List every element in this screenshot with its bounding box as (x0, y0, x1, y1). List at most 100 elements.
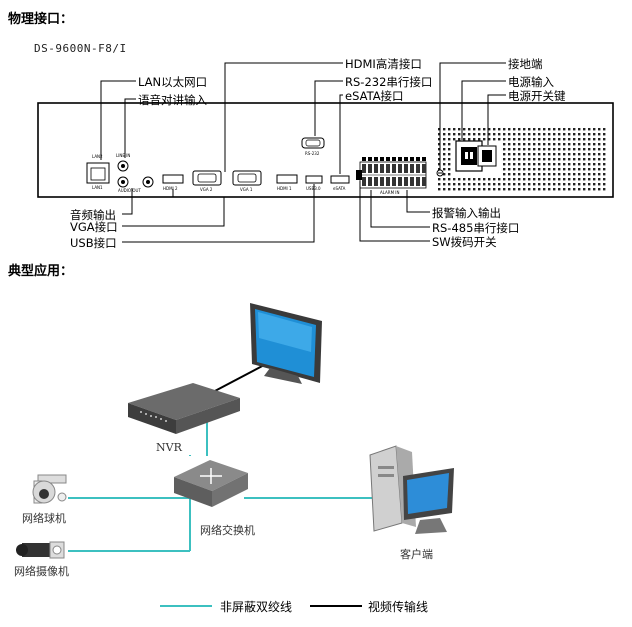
callout-rs485: RS-485串行接口 (432, 221, 520, 235)
hdmi1-port (276, 174, 298, 184)
callout-usb: USB接口 (70, 236, 117, 250)
vent-hole (493, 138, 496, 141)
vent-hole (598, 188, 601, 191)
vent-hole (533, 178, 536, 181)
vent-hole (508, 128, 511, 131)
chassis-outline (37, 102, 614, 198)
alarm-pin (362, 164, 366, 173)
vent-hole (553, 178, 556, 181)
vent-hole (528, 183, 531, 186)
vent-hole (468, 128, 471, 131)
vent-hole (473, 133, 476, 136)
vent-hole (503, 143, 506, 146)
alarm-pin (368, 177, 372, 186)
vent-hole (453, 133, 456, 136)
vent-hole (593, 188, 596, 191)
vent-hole (538, 178, 541, 181)
vent-hole (448, 128, 451, 131)
hdmi2-port (162, 174, 184, 184)
vent-hole (593, 148, 596, 151)
vent-hole (578, 173, 581, 176)
vent-hole (513, 188, 516, 191)
vent-hole (508, 138, 511, 141)
vent-hole (563, 173, 566, 176)
vent-hole (573, 138, 576, 141)
vent-hole (513, 173, 516, 176)
vent-hole (543, 188, 546, 191)
vent-hole (498, 133, 501, 136)
vent-hole (448, 133, 451, 136)
callout-alarm-io: 报警输入输出 (432, 206, 501, 220)
vga2-port (192, 170, 222, 186)
callout-talkback-in: 语音对讲输入 (138, 93, 207, 107)
vent-hole (458, 183, 461, 186)
vent-hole (533, 188, 536, 191)
vent-hole (548, 178, 551, 181)
vent-hole (523, 188, 526, 191)
audio-out-label: AUDIO OUT (118, 188, 141, 193)
vent-hole (583, 178, 586, 181)
callout-power-switch: 电源开关键 (508, 89, 566, 103)
vent-hole (588, 148, 591, 151)
vent-hole (443, 128, 446, 131)
vent-hole (443, 168, 446, 171)
vent-hole (503, 178, 506, 181)
alarm-pin-top (368, 157, 372, 161)
vent-hole (553, 143, 556, 146)
vent-hole (513, 183, 516, 186)
vent-hole (563, 143, 566, 146)
vent-hole (508, 148, 511, 151)
vent-hole (598, 153, 601, 156)
vent-hole (508, 183, 511, 186)
vent-hole (508, 133, 511, 136)
vent-hole (488, 138, 491, 141)
vent-hole (573, 128, 576, 131)
vent-hole (513, 168, 516, 171)
nvr-icon (128, 383, 240, 434)
vent-hole (468, 188, 471, 191)
vent-hole (498, 183, 501, 186)
vent-hole (553, 173, 556, 176)
vent-hole (518, 143, 521, 146)
vent-hole (558, 163, 561, 166)
vent-hole (513, 143, 516, 146)
vga2-label: VGA 2 (200, 187, 213, 192)
alarm-pin (392, 177, 396, 186)
vent-hole (483, 138, 486, 141)
vent-hole (588, 188, 591, 191)
alarm-pin (410, 164, 414, 173)
vent-hole (563, 153, 566, 156)
vent-hole (563, 138, 566, 141)
vent-hole (513, 163, 516, 166)
vent-hole (508, 158, 511, 161)
callout-power-input: 电源输入 (508, 75, 554, 89)
vent-hole (513, 178, 516, 181)
vent-hole (448, 168, 451, 171)
vent-hole (538, 143, 541, 146)
alarm-pin (386, 164, 390, 173)
vent-hole (508, 153, 511, 156)
vent-hole (558, 133, 561, 136)
alarm-pin (416, 177, 420, 186)
hdmi1-label: HDMI 1 (277, 186, 292, 191)
vent-hole (503, 138, 506, 141)
vent-hole (508, 188, 511, 191)
vent-hole (578, 158, 581, 161)
alarm-pin-top (410, 157, 414, 161)
vent-hole (568, 158, 571, 161)
vent-hole (553, 138, 556, 141)
vent-hole (508, 143, 511, 146)
alarm-pin-top (392, 157, 396, 161)
box-camera-icon (16, 541, 65, 559)
vent-hole (558, 138, 561, 141)
callout-ground: 接地端 (508, 57, 543, 71)
vent-hole (483, 133, 486, 136)
vent-hole (533, 163, 536, 166)
vent-hole (553, 153, 556, 156)
vent-hole (603, 183, 606, 186)
vent-hole (523, 128, 526, 131)
vent-hole (538, 133, 541, 136)
vent-hole (503, 148, 506, 151)
callout-esata: eSATA接口 (345, 89, 404, 103)
vent-hole (513, 153, 516, 156)
